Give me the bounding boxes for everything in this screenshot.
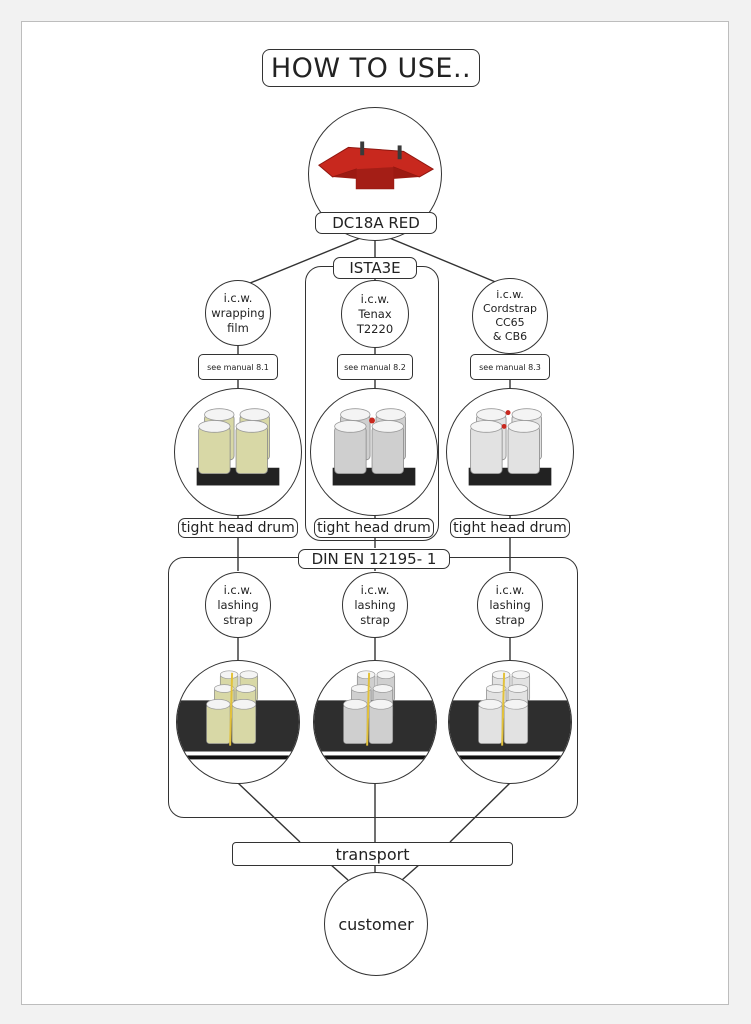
tight-head-drum-label-2: tight head drum: [314, 518, 434, 538]
truck-load-tenax-image: [313, 660, 437, 784]
icw-lashing-strap-3: i.c.w. lashing strap: [477, 572, 543, 638]
truck-load-cordstrap-image: [448, 660, 572, 784]
drum-pallet-wrapping-image: [174, 388, 302, 516]
icw-lashing-strap-2: i.c.w. lashing strap: [342, 572, 408, 638]
drum-pallet-cordstrap-image: [446, 388, 574, 516]
icw-cordstrap: i.c.w. Cordstrap CC65 & CB6: [472, 278, 548, 354]
icw-tenax-t2220: i.c.w. Tenax T2220: [341, 280, 409, 348]
din-en-12195-label: DIN EN 12195- 1: [298, 549, 450, 569]
manual-8-1-button[interactable]: see manual 8.1: [198, 354, 278, 380]
tight-head-drum-label-1: tight head drum: [178, 518, 298, 538]
tight-head-drum-label-3: tight head drum: [450, 518, 570, 538]
drum-pallet-tenax-image: [310, 388, 438, 516]
icw-wrapping-film: i.c.w. wrapping film: [205, 280, 271, 346]
product-label: DC18A RED: [315, 212, 437, 234]
ista3e-label: ISTA3E: [333, 257, 417, 279]
red-drum-cap-icon: [318, 141, 435, 190]
transport-label: transport: [232, 842, 513, 866]
manual-8-2-button[interactable]: see manual 8.2: [337, 354, 413, 380]
manual-8-3-button[interactable]: see manual 8.3: [470, 354, 550, 380]
customer-node: customer: [324, 872, 428, 976]
truck-load-wrapping-image: [176, 660, 300, 784]
icw-lashing-strap-1: i.c.w. lashing strap: [205, 572, 271, 638]
page-title: HOW TO USE..: [262, 49, 480, 87]
